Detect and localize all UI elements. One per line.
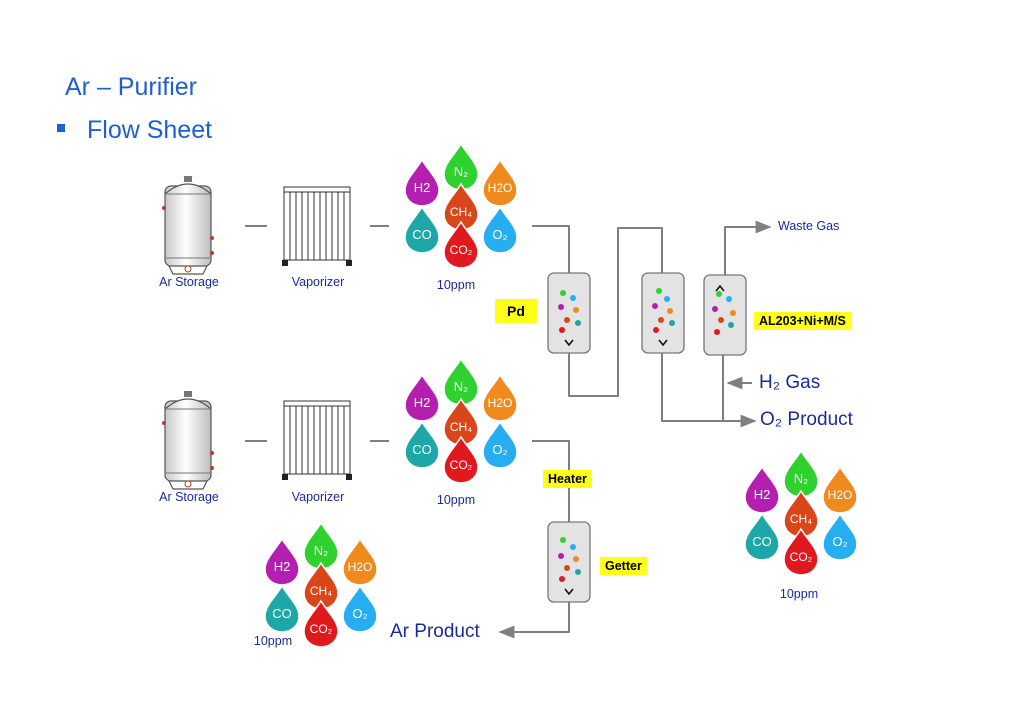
drop-icon: CO₂ <box>303 599 339 648</box>
impurity-cluster-4: N₂ H2 H2O CH₄ CO O₂ CO₂ <box>744 449 858 576</box>
ar-storage-label-2: Ar Storage <box>159 490 219 504</box>
drop-label: CO <box>272 606 292 621</box>
drop-icon: H2O <box>822 465 858 514</box>
pd-column <box>547 272 591 354</box>
drop-icon: O₂ <box>342 584 378 633</box>
drop-icon: CO₂ <box>783 527 819 576</box>
drop-label: H2 <box>414 395 431 410</box>
drop-label: CO <box>752 534 772 549</box>
drop-icon: N₂ <box>443 357 479 406</box>
al203-tag: AL203+Ni+M/S <box>754 312 851 330</box>
ar-product-label: Ar Product <box>390 621 480 642</box>
impurity-cluster-2: N₂ H2 H2O CH₄ CO O₂ CO₂ <box>404 357 518 484</box>
drop-icon: CO₂ <box>443 435 479 484</box>
vaporizer-label-2: Vaporizer <box>291 490 345 504</box>
pd-tag: Pd <box>495 299 537 323</box>
ar-storage-tank-2 <box>161 390 215 490</box>
ar-storage-label-1: Ar Storage <box>159 275 219 289</box>
getter-column <box>547 521 591 603</box>
vaporizer-label-1: Vaporizer <box>291 275 345 289</box>
drop-label: H2O <box>488 396 513 410</box>
drop-icon: H2O <box>482 158 518 207</box>
drop-label: CO <box>412 227 432 242</box>
drop-label: CH₄ <box>310 584 332 598</box>
drop-icon: H2 <box>404 373 440 422</box>
ppm-label-4: 10ppm <box>779 587 819 601</box>
drop-icon: O₂ <box>482 205 518 254</box>
impurity-cluster-1: N₂ H2 H2O CH₄ CO O₂ CO₂ <box>404 142 518 269</box>
ar-storage-tank-1 <box>161 175 215 275</box>
heater-tag: Heater <box>543 470 592 488</box>
drop-label: N₂ <box>314 543 328 558</box>
drop-icon: H2O <box>482 373 518 422</box>
ppm-label-3: 10ppm <box>253 634 293 648</box>
subtitle-text: Flow Sheet <box>87 116 213 144</box>
page-title: Ar – Purifier <box>65 73 197 101</box>
page-subtitle: Flow Sheet <box>57 116 212 145</box>
drop-icon: H2O <box>342 537 378 586</box>
drop-label: CH₄ <box>450 420 472 434</box>
drop-icon: O₂ <box>822 512 858 561</box>
h2-gas-label: H₂ Gas <box>759 372 821 393</box>
drop-label: H2O <box>348 560 373 574</box>
ppm-label-2: 10ppm <box>436 493 476 507</box>
drop-label: N₂ <box>454 379 468 394</box>
drop-label: CH₄ <box>790 512 812 526</box>
waste-gas-label: Waste Gas <box>778 219 840 233</box>
drop-label: O₂ <box>832 534 847 549</box>
drop-icon: CO <box>264 584 300 633</box>
getter-tag: Getter <box>600 557 647 575</box>
drop-label: H2 <box>754 487 771 502</box>
drop-label: N₂ <box>794 471 808 486</box>
drop-label: CO₂ <box>450 458 473 472</box>
drop-icon: O₂ <box>482 420 518 469</box>
o2-product-label: O₂ Product <box>760 409 853 430</box>
bullet-icon <box>57 124 65 133</box>
drop-label: CO₂ <box>310 622 333 636</box>
drop-icon: CO₂ <box>443 220 479 269</box>
drop-icon: H2 <box>404 158 440 207</box>
al203-column <box>703 274 747 356</box>
vaporizer-2 <box>281 400 353 481</box>
drop-icon: CH₄ <box>783 489 819 538</box>
drop-label: O₂ <box>352 606 367 621</box>
drop-label: H2O <box>828 488 853 502</box>
drop-label: H2O <box>488 181 513 195</box>
drop-icon: CO <box>404 420 440 469</box>
impurity-cluster-3: N₂ H2 H2O CH₄ CO O₂ CO₂ <box>264 521 378 648</box>
drop-label: CO₂ <box>790 550 813 564</box>
drop-icon: CO <box>744 512 780 561</box>
vaporizer-1 <box>281 186 353 267</box>
drop-icon: H2 <box>744 465 780 514</box>
drop-label: CO <box>412 442 432 457</box>
drop-label: H2 <box>414 180 431 195</box>
ppm-label-1: 10ppm <box>436 278 476 292</box>
drop-label: CH₄ <box>450 205 472 219</box>
drop-icon: H2 <box>264 537 300 586</box>
drop-label: O₂ <box>492 227 507 242</box>
drop-icon: CO <box>404 205 440 254</box>
drop-label: N₂ <box>454 164 468 179</box>
middle-column <box>641 272 685 354</box>
drop-label: CO₂ <box>450 243 473 257</box>
drop-label: H2 <box>274 559 291 574</box>
drop-label: O₂ <box>492 442 507 457</box>
